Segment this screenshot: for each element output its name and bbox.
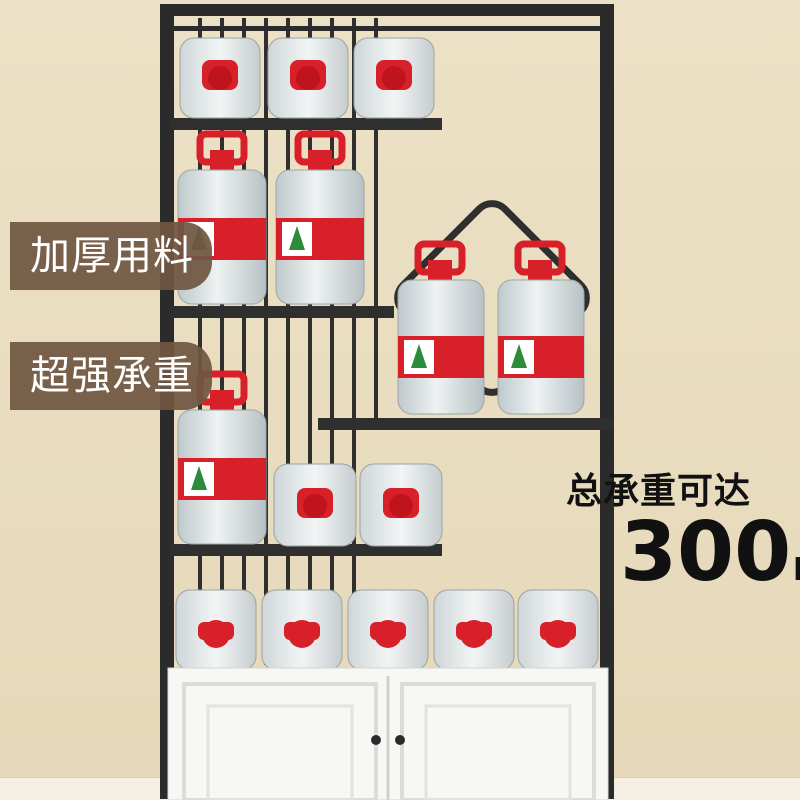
capacity-heading: 总承重可达 (566, 471, 752, 512)
badge-thick-material: 加厚用料 (10, 222, 212, 290)
jug-top-row (179, 37, 435, 119)
rack-shelves (170, 118, 614, 556)
third-row (177, 370, 443, 547)
capacity-number: 300 (620, 505, 792, 600)
bottles-diamond (397, 240, 585, 415)
bottom-row (175, 589, 599, 671)
cabinet (167, 667, 609, 800)
badge-super-load: 超强承重 (10, 342, 212, 410)
capacity-unit: kg (793, 553, 800, 588)
capacity-value: 300kg (620, 512, 800, 594)
